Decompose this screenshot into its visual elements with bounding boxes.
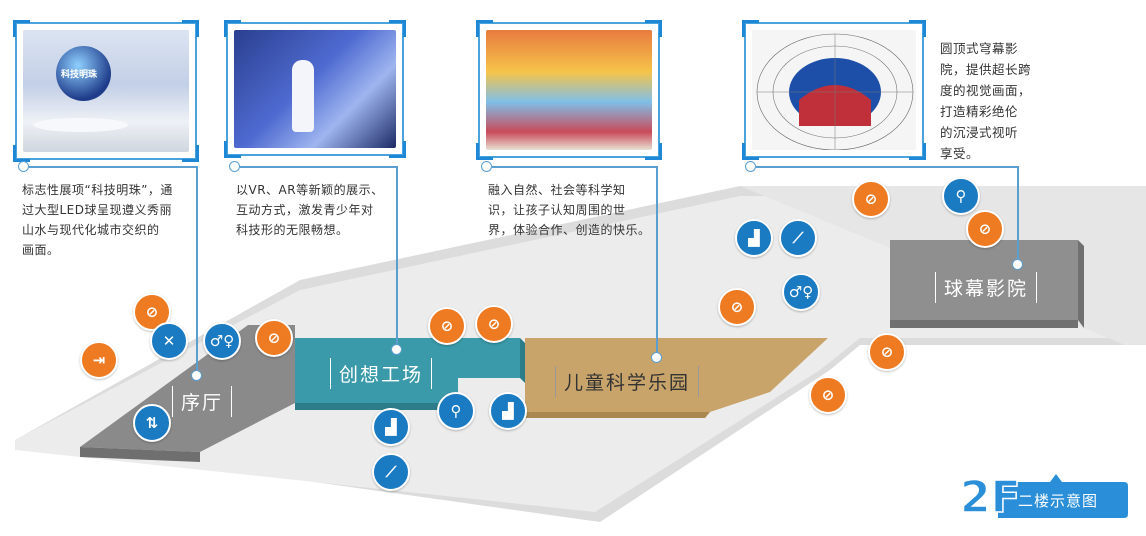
creative-leader-pin	[229, 161, 240, 172]
no-smoking-icon: ⊘	[966, 210, 1004, 248]
children-photo	[476, 20, 662, 160]
lobby-photo-image: 科技明珠	[23, 30, 189, 152]
floor-badge: 2F	[959, 471, 1128, 518]
no-smoking-icon: ⊘	[428, 307, 466, 345]
dome-wireframe	[756, 33, 914, 150]
restroom-icon[interactable]: ♂♀	[782, 273, 820, 311]
escalator-icon[interactable]: ⟋	[779, 219, 817, 257]
children-leader-pin	[481, 161, 492, 172]
floor-badge-label: 二楼示意图	[1018, 492, 1099, 510]
robot-figure	[292, 60, 314, 132]
creative-zone-pin	[391, 344, 402, 355]
creative-label[interactable]: 创想工场	[330, 358, 433, 389]
creative-photo	[224, 20, 406, 158]
dome-zone-pin	[1012, 259, 1023, 270]
dome-description: 圆顶式穹幕影 院，提供超长跨 度的视觉画面， 打造精彩绝伦 的沉浸式视听 享受。	[940, 41, 1032, 161]
elevator-icon[interactable]: ⇅	[133, 404, 171, 442]
no-smoking-icon: ⊘	[809, 376, 847, 414]
fork-knife-icon[interactable]: ✕	[150, 322, 188, 360]
creative-description: 以VR、AR等新颖的展示、 互动方式，激发青少年对 科技形的无限畅想。	[236, 183, 384, 237]
no-smoking-icon: ⊘	[255, 319, 293, 357]
stairs-icon[interactable]: ▟	[372, 408, 410, 446]
lobby-leader-pin	[18, 161, 29, 172]
lobby-description: 标志性展项“科技明珠”，通 过大型LED球呈现遵义秀丽 山水与现代化城市交织的 …	[22, 183, 173, 257]
creative-photo-image	[234, 30, 396, 148]
dome-zone-shape	[890, 240, 1078, 320]
no-smoking-icon: ⊘	[852, 180, 890, 218]
children-description: 融入自然、社会等科学知 识，让孩子认知周围的世 界，体验合作、创造的快乐。	[488, 183, 651, 237]
led-globe-caption: 科技明珠	[61, 70, 98, 80]
dome-photo	[742, 20, 926, 160]
restroom-icon[interactable]: ♂♀	[203, 322, 241, 360]
dome-label[interactable]: 球幕影院	[935, 272, 1038, 303]
creative-zone-shape	[295, 338, 520, 403]
children-zone-shape	[525, 338, 828, 412]
no-smoking-icon: ⊘	[475, 305, 513, 343]
lobby-zone-pin	[191, 370, 202, 381]
floor-code: 2F	[960, 472, 1021, 518]
lobby-label[interactable]: 序厅	[172, 386, 233, 417]
children-zone-pin	[651, 352, 662, 363]
escalator-icon[interactable]: ⟋	[372, 453, 410, 491]
children-photo-image	[486, 30, 652, 150]
dome-photo-image	[752, 30, 916, 150]
no-smoking-icon: ⊘	[868, 333, 906, 371]
entrance-icon[interactable]: ⇥	[80, 341, 118, 379]
no-smoking-icon: ⊘	[718, 288, 756, 326]
dome-leader-pin	[745, 161, 756, 172]
children-label[interactable]: 儿童科学乐园	[555, 366, 700, 397]
led-globe	[56, 46, 111, 101]
stairs-icon[interactable]: ▟	[489, 392, 527, 430]
stairs-icon[interactable]: ▟	[735, 219, 773, 257]
family-restroom-icon[interactable]: ⚲	[437, 392, 475, 430]
lobby-photo: 科技明珠	[13, 20, 199, 162]
family-restroom-icon[interactable]: ⚲	[942, 177, 980, 215]
